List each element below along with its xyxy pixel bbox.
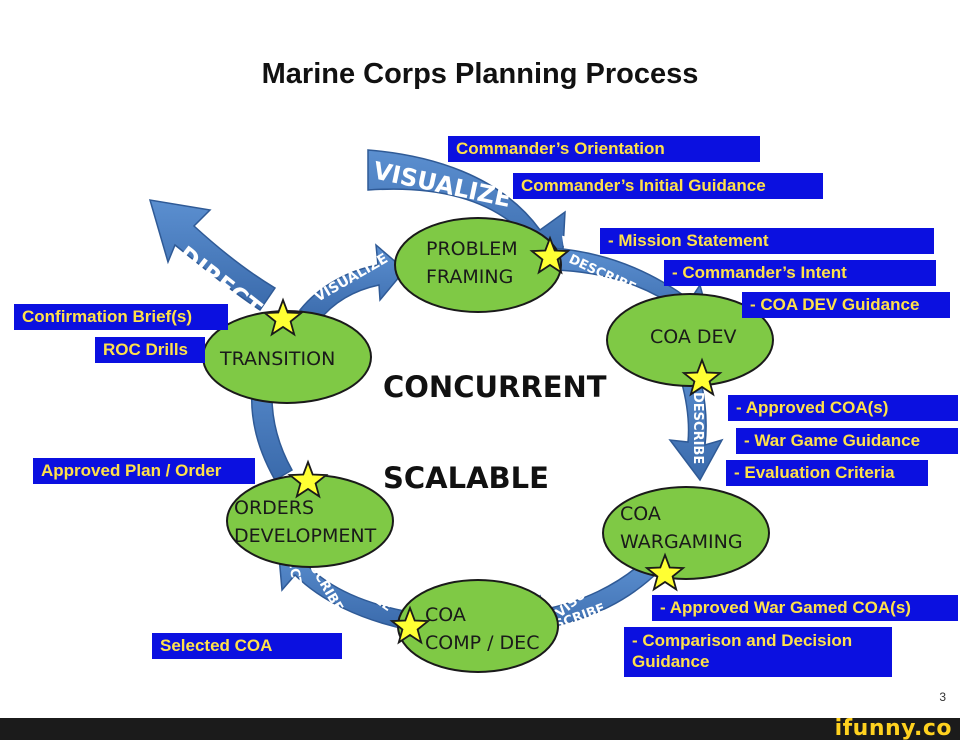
star-coa-dev — [681, 357, 723, 397]
watermark-logo: ifunny.co — [834, 716, 952, 741]
box-coa-dev-guidance: - COA DEV Guidance — [742, 292, 950, 318]
box-commanders-initial-guidance: Commander’s Initial Guidance — [513, 173, 823, 199]
footer-bar — [0, 718, 960, 740]
cycle-arrow-coadev-to-wargaming — [668, 358, 724, 482]
outer-direct-arrow — [148, 199, 277, 312]
star-transition — [262, 297, 304, 337]
node-coa-dev — [606, 293, 774, 387]
box-comparison-decision: - Comparison and Decision Guidance — [624, 627, 892, 677]
page-title: Marine Corps Planning Process — [261, 58, 699, 90]
cycle-arrows — [234, 243, 724, 648]
star-orders-development — [287, 459, 329, 499]
box-approved-war-gamed-coas: - Approved War Gamed COA(s) — [652, 595, 958, 621]
node-label-coa-dev: COA DEV — [650, 326, 737, 348]
star-coa-wargaming — [644, 552, 686, 592]
box-confirmation-briefs: Confirmation Brief(s) — [14, 304, 228, 330]
node-problem-framing — [394, 217, 562, 313]
box-commanders-orientation: Commander’s Orientation — [448, 136, 760, 162]
cycle-word-visualize-6: VISUALIZE — [288, 396, 316, 473]
node-coa-wargaming — [602, 486, 770, 580]
box-commanders-intent: - Commander’s Intent — [664, 260, 936, 286]
center-scalable: SCALABLE — [383, 461, 549, 495]
star-coa-comp-dec — [389, 605, 431, 645]
node-label-transition: TRANSITION — [220, 348, 336, 370]
box-approved-plan-order: Approved Plan / Order — [33, 458, 255, 484]
star-problem-framing — [529, 235, 571, 275]
cycle-word-describe-2: DESCRIBE — [690, 392, 705, 464]
box-roc-drills: ROC Drills — [95, 337, 205, 363]
box-approved-coas: - Approved COA(s) — [728, 395, 958, 421]
page-number: 3 — [939, 690, 946, 704]
box-evaluation-criteria: - Evaluation Criteria — [726, 460, 928, 486]
center-concurrent: CONCURRENT — [383, 370, 607, 404]
box-war-game-guidance: - War Game Guidance — [736, 428, 958, 454]
box-mission-statement: - Mission Statement — [600, 228, 934, 254]
box-selected-coa: Selected COA — [152, 633, 342, 659]
